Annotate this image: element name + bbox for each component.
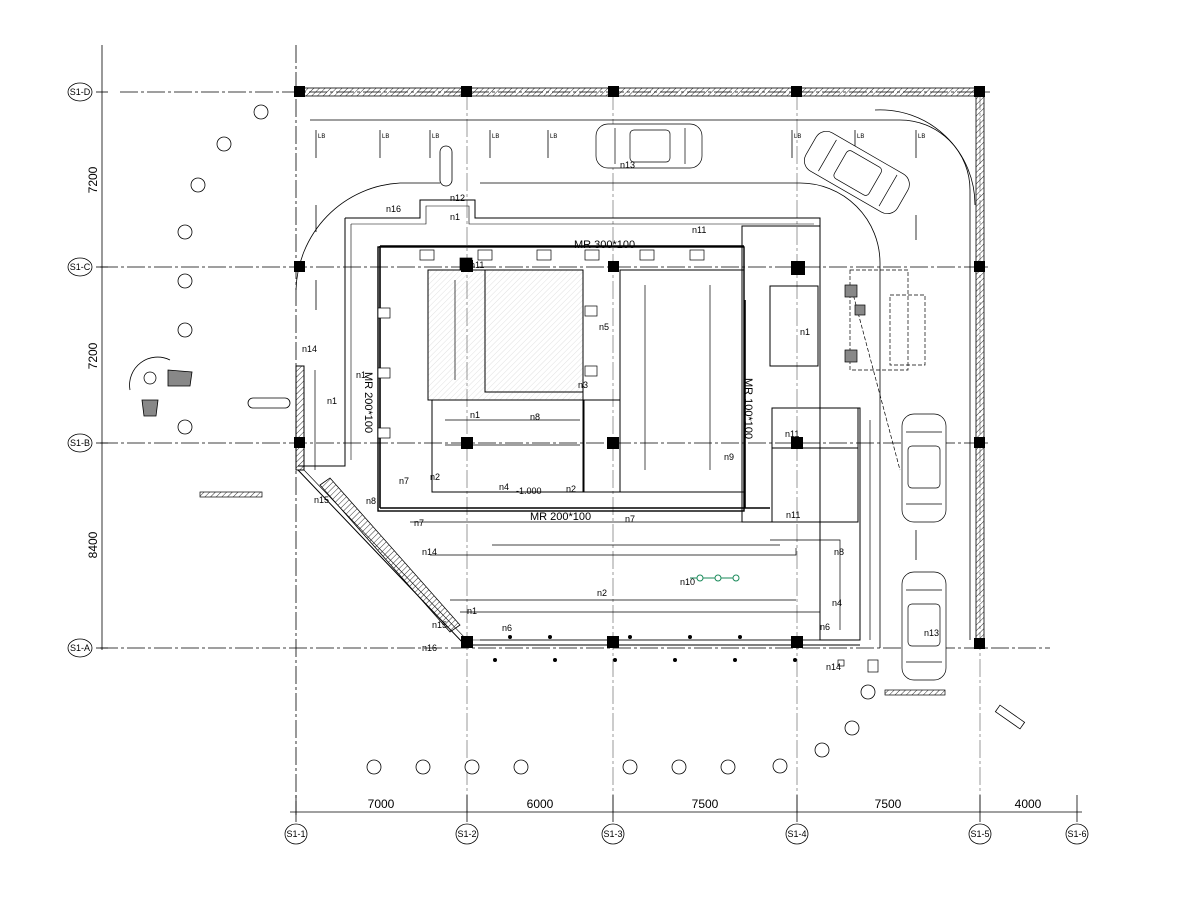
svg-text:LB: LB [432, 134, 439, 140]
svg-text:LB: LB [382, 134, 389, 140]
duct-label-right: MR 100*100 [742, 378, 754, 439]
grid-label-col-4: S1-4 [787, 829, 806, 839]
landscape-trees [177, 104, 876, 775]
svg-text:LB: LB [550, 134, 557, 140]
service-box-panels [844, 284, 866, 363]
svg-text:n15: n15 [432, 620, 447, 630]
svg-text:n8: n8 [530, 412, 540, 422]
col-dimension-2: 6000 [527, 797, 554, 811]
grid-label-col-3: S1-3 [603, 829, 622, 839]
svg-text:n6: n6 [502, 623, 512, 633]
duct-label-bottom: MR 200*100 [530, 511, 591, 523]
svg-text:n11: n11 [692, 225, 706, 235]
svg-text:n2: n2 [566, 484, 576, 494]
svg-text:n13: n13 [924, 628, 939, 638]
svg-text:LB: LB [794, 134, 801, 140]
highlighted-fixtures [690, 574, 740, 582]
svg-text:LB: LB [492, 134, 499, 140]
svg-text:n6: n6 [820, 622, 830, 632]
svg-text:n14: n14 [422, 547, 437, 557]
car-right-middle [901, 413, 947, 523]
facade-light-fixtures [493, 635, 797, 662]
grid-label-row-d: S1-D [70, 87, 91, 97]
col-dimension-5: 4000 [1015, 797, 1042, 811]
grid-label-row-c: S1-C [70, 262, 91, 272]
svg-text:n8: n8 [366, 496, 376, 506]
service-box-right [849, 269, 926, 471]
grid-label-col-5: S1-5 [970, 829, 989, 839]
svg-text:n5: n5 [599, 322, 609, 332]
svg-text:n1: n1 [800, 327, 810, 337]
svg-text:n2: n2 [430, 472, 440, 482]
svg-text:n16: n16 [422, 643, 437, 653]
svg-text:n7: n7 [399, 476, 409, 486]
svg-text:n14: n14 [302, 344, 317, 354]
svg-text:n1: n1 [327, 396, 337, 406]
entrance-feature-left [129, 145, 453, 417]
grid-label-row-b: S1-B [70, 438, 90, 448]
svg-text:n3: n3 [578, 380, 588, 390]
level-mark: -1.000 [516, 486, 542, 496]
svg-text:LB: LB [857, 134, 864, 140]
diagonal-entrance [319, 477, 1026, 730]
grid-label-col-2: S1-2 [457, 829, 476, 839]
grid-label-col-1: S1-1 [286, 829, 305, 839]
row-dimension-1: 7200 [86, 166, 100, 193]
svg-text:n7: n7 [414, 518, 424, 528]
svg-text:n15: n15 [314, 495, 329, 505]
duct-label-left: MR 200*100 [362, 372, 374, 433]
row-dimension-2: 7200 [86, 342, 100, 369]
svg-text:n1: n1 [356, 370, 366, 380]
svg-text:n11: n11 [785, 429, 799, 439]
svg-text:n11: n11 [786, 510, 800, 520]
svg-text:n2: n2 [597, 588, 607, 598]
svg-text:n1: n1 [467, 606, 477, 616]
lb-labels-top: LB LB LB LB LB LB LB LB [318, 134, 925, 140]
svg-text:n4: n4 [499, 482, 509, 492]
car-top-right [804, 130, 910, 215]
svg-text:n16: n16 [386, 204, 401, 214]
svg-text:LB: LB [318, 134, 325, 140]
lighting-circuit-lines [314, 280, 871, 641]
svg-text:n12: n12 [450, 193, 465, 203]
col-dimension-1: 7000 [368, 797, 395, 811]
equipment-boxes [199, 249, 946, 696]
site-light-poles-top [315, 130, 917, 560]
col-dimension-4: 7500 [875, 797, 902, 811]
svg-text:n4: n4 [832, 598, 842, 608]
svg-text:n10: n10 [680, 577, 695, 587]
row-grid-bubbles [67, 82, 93, 658]
grid-label-row-a: S1-A [70, 643, 90, 653]
svg-text:n8: n8 [834, 547, 844, 557]
svg-text:n13: n13 [620, 160, 635, 170]
svg-text:n9: n9 [724, 452, 734, 462]
svg-text:n1: n1 [470, 410, 480, 420]
access-road [295, 109, 976, 648]
svg-text:n1: n1 [450, 212, 460, 222]
svg-text:n7: n7 [625, 514, 635, 524]
grid-label-col-6: S1-6 [1067, 829, 1086, 839]
cable-trays [379, 245, 770, 509]
column-grid-bubbles [284, 823, 1089, 845]
duct-label-top: MR 300*100 [574, 239, 635, 251]
svg-text:LB: LB [918, 134, 925, 140]
building-walls [295, 199, 861, 646]
car-top-left [595, 123, 703, 169]
col-dimension-3: 7500 [692, 797, 719, 811]
svg-text:n11: n11 [470, 260, 484, 270]
svg-text:n14: n14 [826, 662, 841, 672]
car-right-bottom [901, 571, 947, 681]
circuit-labels: n1 n1 n1 n1 n1 n1 n2 n2 n2 n3 n4 n4 n5 n… [302, 160, 939, 672]
row-dimension-3: 8400 [86, 531, 100, 558]
parked-cars [595, 123, 947, 681]
